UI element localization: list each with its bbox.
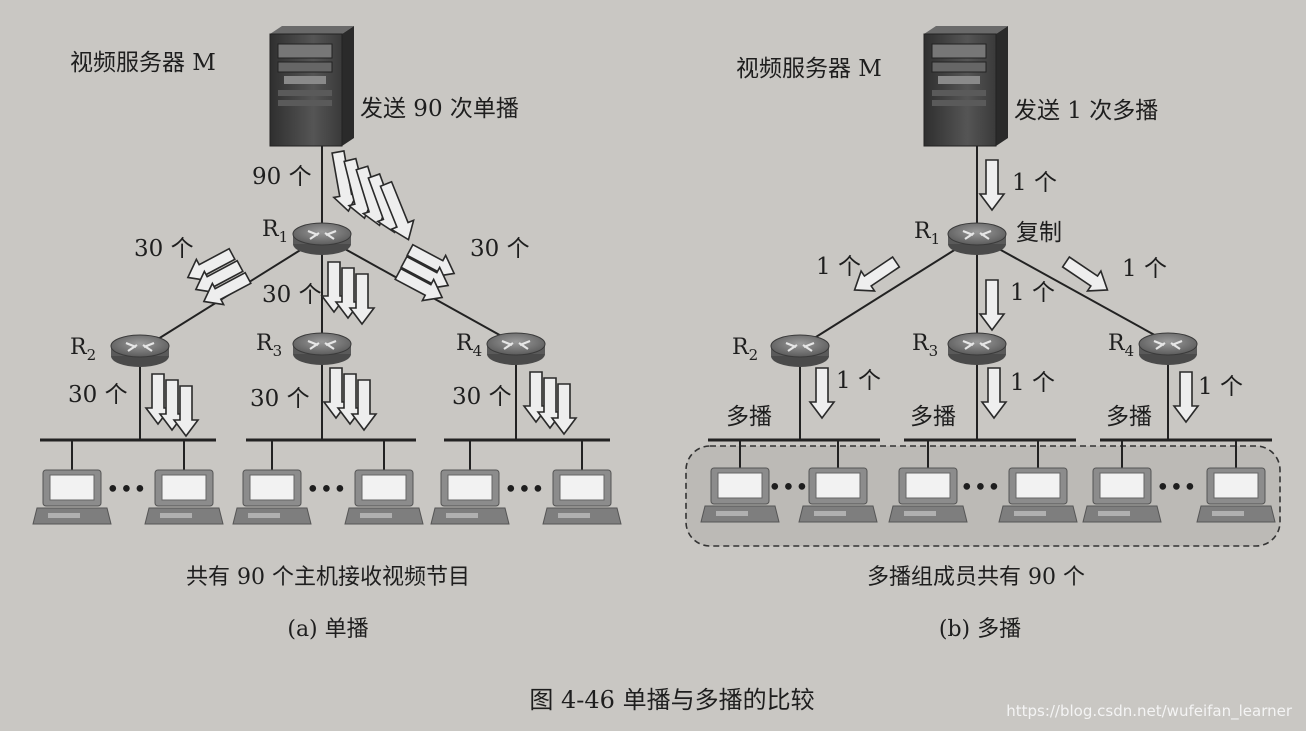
- computer-host-icon: [798, 467, 878, 523]
- multicast-count-r2-lan: 1 个: [836, 368, 881, 394]
- unicast-arrows-r3-lan: [323, 367, 377, 431]
- multicast-ellipsis-lan4: •••: [1156, 475, 1197, 501]
- unicast-router-r4-label: R4: [456, 331, 482, 360]
- unicast-count-r3-lan: 30 个: [250, 386, 310, 412]
- unicast-ellipsis-lan2: •••: [106, 477, 147, 503]
- unicast-router-r3-label: R3: [256, 331, 282, 360]
- computer-host-icon: [232, 469, 312, 525]
- multicast-ellipsis-lan3: •••: [960, 475, 1001, 501]
- video-server-icon: [923, 25, 1009, 147]
- multicast-lan4-label: 多播: [1106, 404, 1152, 430]
- router-icon: [946, 221, 1008, 257]
- computer-host-icon: [344, 469, 424, 525]
- unicast-links: [40, 136, 610, 470]
- multicast-lan3-label: 多播: [910, 404, 956, 430]
- computer-host-icon: [144, 469, 224, 525]
- multicast-lan2-label: 多播: [726, 404, 772, 430]
- multicast-count-r3-lan: 1 个: [1010, 370, 1055, 396]
- multicast-router-r3-label: R3: [912, 331, 938, 360]
- unicast-arrows-r1-r4: [391, 238, 461, 309]
- multicast-caption: 多播组成员共有 90 个: [867, 565, 1085, 590]
- unicast-count-r2-lan: 30 个: [68, 382, 128, 408]
- unicast-arrows-r4-lan: [523, 371, 577, 435]
- unicast-router-r1-label: R1: [262, 217, 288, 246]
- watermark-text: https://blog.csdn.net/wufeifan_learner: [1006, 702, 1293, 721]
- computer-host-icon: [430, 469, 510, 525]
- unicast-sub-caption: (a) 单播: [287, 617, 368, 642]
- unicast-send-label: 发送 90 次单播: [360, 96, 519, 122]
- unicast-arrows-r2-lan: [145, 373, 199, 437]
- computer-host-icon: [1082, 467, 1162, 523]
- unicast-router-r2-label: R2: [70, 335, 96, 364]
- unicast-caption: 共有 90 个主机接收视频节目: [186, 565, 470, 590]
- router-icon: [946, 331, 1008, 367]
- multicast-send-label: 发送 1 次多播: [1014, 98, 1158, 124]
- unicast-ellipsis-lan3: •••: [306, 477, 347, 503]
- unicast-ellipsis-lan4: •••: [504, 477, 545, 503]
- computer-host-icon: [542, 469, 622, 525]
- unicast-count-r1-r4: 30 个: [470, 236, 530, 262]
- unicast-count-r1-r3: 30 个: [262, 282, 322, 308]
- multicast-links: [708, 136, 1272, 468]
- video-server-icon: [269, 25, 355, 147]
- multicast-count-server-r1: 1 个: [1012, 170, 1057, 196]
- computer-host-icon: [1196, 467, 1276, 523]
- router-icon: [769, 333, 831, 369]
- figure-caption: 图 4-46 单播与多播的比较: [529, 686, 814, 714]
- multicast-count-r4-lan: 1 个: [1198, 374, 1243, 400]
- unicast-count-server-r1: 90 个: [252, 164, 312, 190]
- router-icon: [1137, 331, 1199, 367]
- computer-host-icon: [888, 467, 968, 523]
- multicast-router-r4-label: R4: [1108, 331, 1134, 360]
- unicast-arrows-r1-r3: [321, 261, 375, 325]
- multicast-panel: 视频服务器 M 发送 1 次多播 复制 1 个 1 个 1 个 1 个 1 个 …: [685, 25, 1281, 642]
- multicast-router-r2-label: R2: [732, 335, 758, 364]
- multicast-router-r1-label: R1: [914, 219, 940, 248]
- multicast-count-r1-r4: 1 个: [1122, 256, 1167, 282]
- unicast-count-r4-lan: 30 个: [452, 384, 512, 410]
- multicast-copy-label: 复制: [1016, 220, 1062, 246]
- router-icon: [485, 331, 547, 367]
- router-icon: [291, 331, 353, 367]
- unicast-panel: 视频服务器 M 发送 90 次单播: [32, 25, 622, 642]
- router-icon: [291, 221, 353, 257]
- multicast-ellipsis-lan2: •••: [768, 475, 809, 501]
- multicast-count-r1-r2: 1 个: [816, 254, 861, 280]
- router-icon: [109, 333, 171, 369]
- unicast-server-label: 视频服务器 M: [70, 50, 216, 76]
- multicast-sub-caption: (b) 多播: [939, 617, 1021, 642]
- multicast-server-label: 视频服务器 M: [736, 56, 882, 82]
- multicast-count-r1-r3: 1 个: [1010, 280, 1055, 306]
- computer-host-icon: [998, 467, 1078, 523]
- unicast-count-r1-r2: 30 个: [134, 236, 194, 262]
- computer-host-icon: [32, 469, 112, 525]
